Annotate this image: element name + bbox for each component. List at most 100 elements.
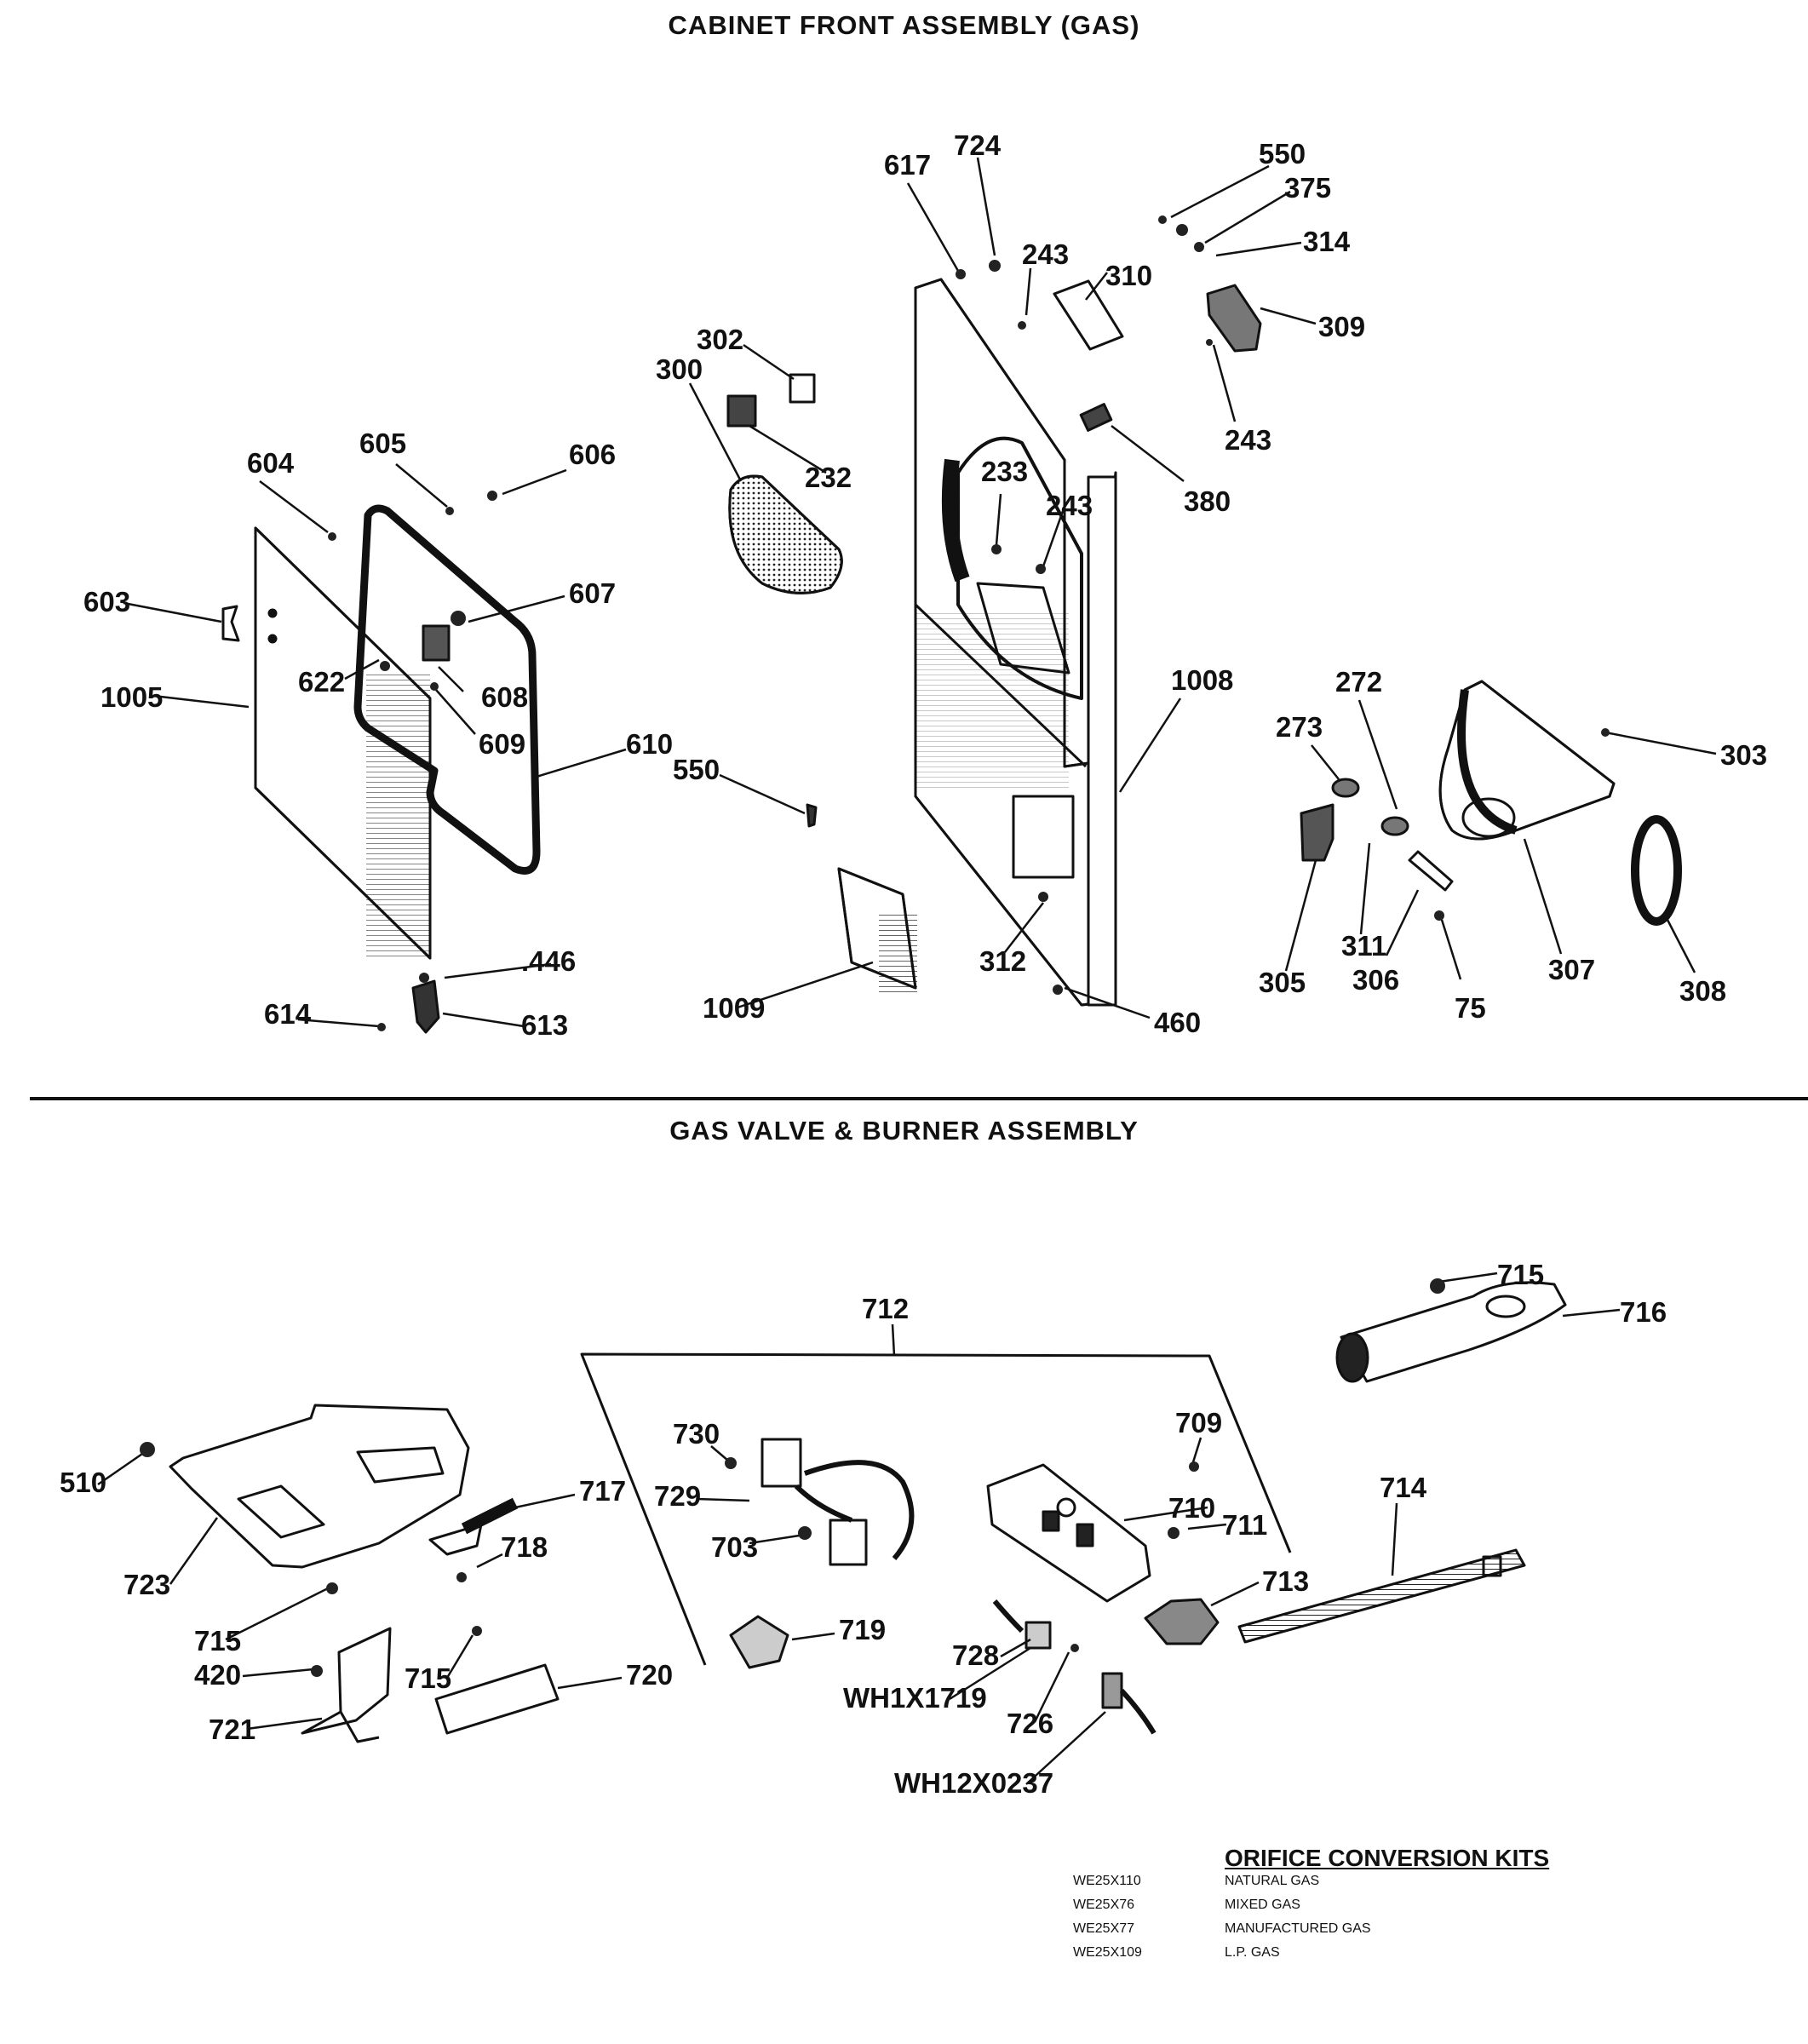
label-715: 715 [405,1662,451,1694]
bracket-721 [301,1627,392,1743]
label-605: 605 [359,428,406,459]
kit-row: WE25X110 NATURAL GAS [1073,1874,1584,1899]
label-717: 717 [579,1475,626,1507]
label-703: 703 [711,1531,758,1563]
label-610: 610 [626,728,673,760]
label-604: 604 [247,447,295,479]
toe-kick-1009 [837,867,917,992]
label-712: 712 [862,1293,909,1324]
label-714: 714 [1380,1472,1427,1503]
label-1009: 1009 [703,992,765,1024]
label-311: 311 [1341,930,1386,962]
gas-valve-710 [986,1463,1151,1603]
kit-code: WE25X76 [1073,1898,1135,1912]
label-510: 510 [60,1467,106,1498]
label-614: 614 [264,998,312,1030]
sensor-719 [729,1615,789,1669]
label-wh1x1719: WH1X1719 [843,1682,987,1714]
cabinet-front-1008 [914,278,1117,1007]
label-719: 719 [839,1614,886,1645]
label-718: 718 [501,1531,548,1563]
pad-302 [789,373,816,404]
label-622: 622 [298,666,345,698]
front-panel-1005 [254,526,432,960]
label-730: 730 [673,1418,720,1450]
label-617: 617 [884,149,931,181]
door-gasket-610 [353,504,541,875]
plate-310 [1053,279,1124,351]
bracket-305 [1300,803,1334,862]
label-309: 309 [1318,311,1365,342]
igniter-728 [992,1599,1052,1650]
label-715: 715 [1497,1259,1544,1290]
label-272: 272 [1335,666,1382,698]
label-550: 550 [673,754,720,785]
lint-filter-300 [728,474,843,594]
sensor-380 [1079,403,1113,432]
label-606: 606 [569,439,616,470]
label-243: 243 [1046,490,1093,521]
label-721: 721 [209,1714,255,1745]
label-723: 723 [123,1569,170,1600]
hinge-608 [422,624,451,662]
label-724: 724 [954,129,1002,161]
orifice-kits-title: ORIFICE CONVERSION KITS [1225,1845,1550,1871]
label-380: 380 [1184,485,1231,517]
kit-row: WE25X77 MANUFACTURED GAS [1073,1921,1584,1947]
kit-code: WE25X77 [1073,1921,1135,1936]
label-726: 726 [1007,1708,1053,1739]
label-310: 310 [1105,260,1152,291]
label-1008: 1008 [1171,664,1233,696]
plate-720 [434,1663,560,1735]
kit-desc: MANUFACTURED GAS [1225,1921,1371,1936]
label-312: 312 [979,945,1026,977]
clip-603 [221,605,240,642]
label-729: 729 [654,1480,701,1512]
manifold-713 [1144,1598,1220,1645]
kit-code: WE25X109 [1073,1945,1142,1960]
bulkhead-307 [1438,680,1616,841]
label-233: 233 [981,456,1028,487]
fasteners [140,215,1610,1677]
label-232: 232 [805,462,852,493]
label-613: 613 [521,1009,568,1041]
latch-613 [411,979,440,1034]
label-550: 550 [1259,138,1306,169]
label-710: 710 [1168,1492,1215,1524]
label-273: 273 [1276,711,1323,743]
base-plate-723 [169,1404,470,1569]
label-607: 607 [569,577,616,609]
slide-306 [1408,850,1454,892]
label-603: 603 [83,586,130,617]
label-460: 460 [1154,1007,1201,1038]
label-1005: 1005 [100,681,163,713]
felt-seal-308 [1631,815,1682,926]
cabinet-front-title: CABINET FRONT ASSEMBLY (GAS) [668,10,1140,40]
label-728: 728 [952,1639,999,1671]
bracket-309 [1206,284,1262,353]
label-711: 711 [1222,1509,1267,1541]
label-308: 308 [1679,975,1726,1007]
valve-assembly-outline-712 [580,1352,1292,1666]
plug-wh12x0237 [1101,1672,1157,1735]
label-709: 709 [1175,1407,1222,1438]
part-labels: 617 724 550 375 314 243 310 309 243 302 … [60,129,1767,1799]
top-leader-lines [123,157,1717,1028]
igniter-bracket-717 [428,1523,483,1556]
burner-716 [1335,1281,1567,1383]
label-300: 300 [656,353,703,385]
screw-550 [806,803,818,828]
label-243: 243 [1225,424,1271,456]
pad-272 [1380,816,1409,836]
pad-273 [1331,778,1360,798]
kit-desc: L.P. GAS [1225,1945,1280,1960]
label-713: 713 [1262,1565,1309,1597]
bottom-leader-lines [97,1272,1621,1785]
label-307: 307 [1548,954,1595,985]
kit-desc: MIXED GAS [1225,1898,1300,1912]
switch-232 [726,394,757,428]
label-716: 716 [1620,1296,1667,1328]
label-243: 243 [1022,238,1069,270]
label-720: 720 [626,1659,673,1691]
